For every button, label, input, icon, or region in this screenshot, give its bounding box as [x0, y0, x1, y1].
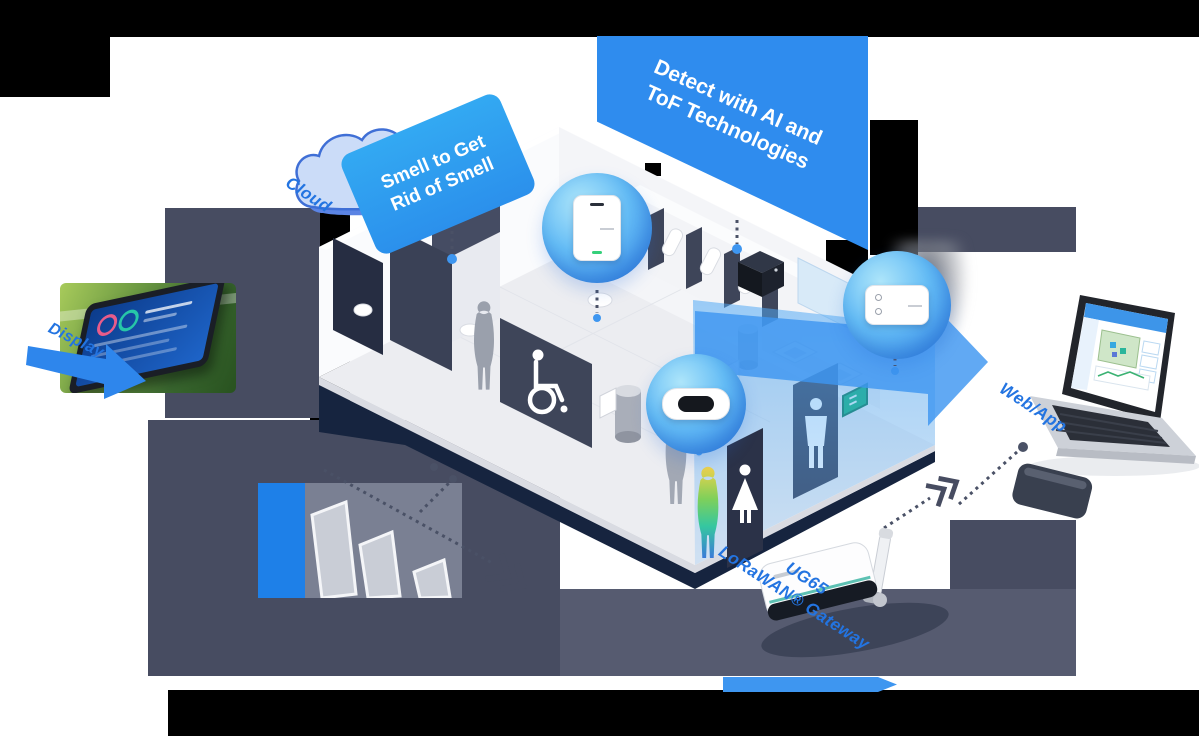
laptop — [1030, 295, 1199, 476]
tof-sensor-device — [865, 285, 929, 325]
occupancy-sensor-badge — [646, 354, 746, 454]
platform-underside — [319, 385, 935, 589]
dashboard-sidebar — [1071, 317, 1099, 390]
urinal-divider — [648, 208, 664, 270]
slate-block-right — [950, 520, 1076, 589]
trash-bin — [615, 385, 641, 443]
women-restroom-sign — [727, 428, 763, 568]
tof-sensor-badge — [843, 251, 951, 359]
sensor-led — [875, 294, 882, 301]
urinal — [661, 228, 684, 257]
black-top-bar — [0, 0, 1199, 37]
sensor-logo — [908, 305, 922, 307]
dashboard-floorplan — [1097, 329, 1141, 369]
urinal — [699, 247, 722, 276]
urinal-divider — [724, 246, 740, 308]
bottom-arrow-bar — [723, 677, 897, 692]
connector-endpoints — [447, 244, 899, 456]
sensor-lens — [678, 396, 714, 412]
black-bottom-bar — [168, 690, 1199, 736]
stall-door — [390, 225, 452, 371]
odor-sensor-badge — [542, 173, 652, 283]
laptop-front-edge — [1056, 448, 1196, 464]
signage-steps — [310, 499, 452, 598]
platform-edge — [319, 377, 935, 573]
chevron-double-icon — [484, 475, 960, 592]
hand-dryer — [599, 387, 617, 419]
urinal-divider — [686, 227, 702, 289]
black-top-left-block — [0, 37, 110, 97]
ai-tof-camera-box — [738, 251, 784, 297]
odor-sensor-device — [573, 195, 621, 261]
black-right-column — [870, 120, 918, 255]
female-icon — [739, 464, 751, 476]
toilet — [587, 292, 613, 308]
sensor-logo — [600, 228, 614, 230]
display-arrow-icon — [26, 344, 146, 399]
laptop-keyboard — [1052, 405, 1170, 447]
accessible-stall-door — [500, 318, 592, 448]
toilet — [353, 303, 373, 317]
gateway-shadow — [761, 602, 949, 658]
sensor-button — [875, 308, 882, 315]
dashboard-header — [1084, 303, 1168, 333]
wheelchair-icon — [527, 349, 568, 415]
mobile-device — [1012, 463, 1093, 519]
ug65-gateway-device — [758, 527, 894, 621]
sensor-led — [592, 251, 602, 254]
occupancy-sensor-device — [662, 388, 730, 420]
connector-dots — [430, 442, 1028, 483]
doorway-dark — [333, 238, 383, 355]
signage-blue-bar — [258, 483, 305, 598]
sensor-vent — [590, 203, 604, 206]
